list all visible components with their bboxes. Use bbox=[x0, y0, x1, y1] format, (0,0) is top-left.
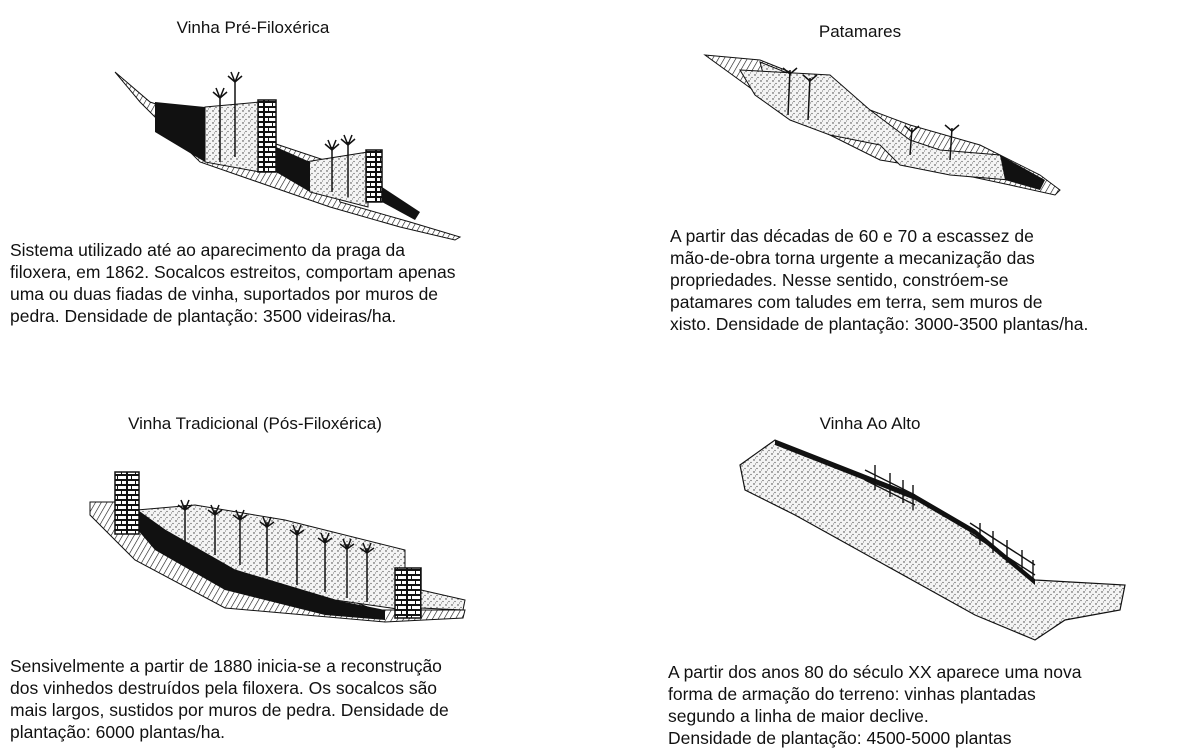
caption-line: uma ou duas fiadas de vinha, suportados … bbox=[10, 284, 439, 304]
caption-line: mão-de-obra torna urgente a mecanização … bbox=[670, 248, 1035, 268]
caption-line: A partir dos anos 80 do século XX aparec… bbox=[668, 662, 1082, 682]
panel-caption: A partir das décadas de 60 e 70 a escass… bbox=[670, 225, 1088, 335]
caption-line: segundo a linha de maior declive. bbox=[668, 706, 929, 726]
pre-filoxerica-terrace-illustration bbox=[114, 71, 462, 241]
caption-line: patamares com taludes em terra, sem muro… bbox=[670, 292, 1043, 312]
patamares-terrace-illustration bbox=[703, 54, 1061, 196]
caption-line: propriedades. Nesse sentido, constróem-s… bbox=[670, 270, 1009, 290]
caption-line: dos vinhedos destruídos pela filoxera. O… bbox=[10, 678, 438, 698]
caption-line: plantação: 6000 plantas/ha. bbox=[10, 722, 226, 742]
caption-line: Densidade de plantação: 4500-5000 planta… bbox=[668, 728, 1012, 748]
panel-title: Vinha Pré-Filoxérica bbox=[176, 18, 330, 37]
caption-line: Sistema utilizado até ao aparecimento da… bbox=[10, 240, 405, 260]
caption-line: pedra. Densidade de plantação: 3500 vide… bbox=[10, 306, 397, 326]
caption-line: xisto. Densidade de plantação: 3000-3500… bbox=[670, 314, 1089, 334]
vinha-tradicional-terrace-illustration bbox=[89, 471, 466, 623]
caption-line: Sensivelmente a partir de 1880 inicia-se… bbox=[10, 656, 442, 676]
panel-caption: A partir dos anos 80 do século XX aparec… bbox=[668, 661, 1081, 749]
vinha-ao-alto-slope-illustration bbox=[739, 439, 1126, 641]
caption-line: mais largos, sustidos por muros de pedra… bbox=[10, 700, 449, 720]
panel-caption: Sensivelmente a partir de 1880 inicia-se… bbox=[10, 655, 449, 743]
panel-title: Vinha Ao Alto bbox=[819, 414, 921, 433]
panel-caption: Sistema utilizado até ao aparecimento da… bbox=[10, 239, 456, 327]
caption-line: forma de armação do terreno: vinhas plan… bbox=[668, 684, 1036, 704]
caption-line: filoxera, em 1862. Socalcos estreitos, c… bbox=[10, 262, 456, 282]
panel-title: Patamares bbox=[818, 22, 902, 41]
caption-line: A partir das décadas de 60 e 70 a escass… bbox=[670, 226, 1034, 246]
panel-title: Vinha Tradicional (Pós-Filoxérica) bbox=[128, 414, 382, 433]
